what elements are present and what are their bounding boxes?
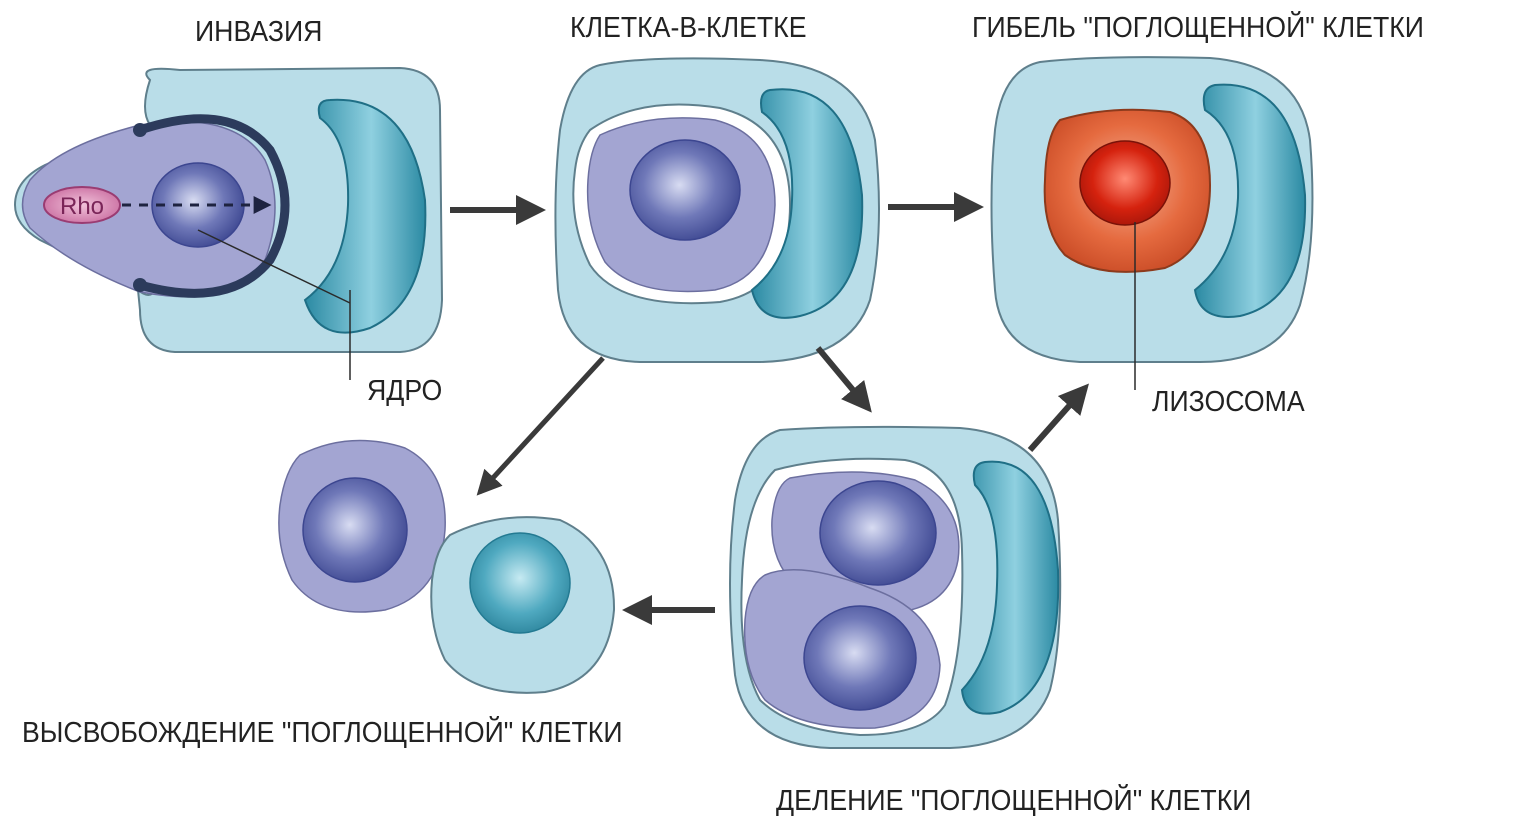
- label-release: ВЫСВОБОЖДЕНИЕ "ПОГЛОЩЕННОЙ" КЛЕТКИ: [22, 717, 623, 750]
- daughter-nucleus-top: [820, 481, 936, 585]
- label-division: ДЕЛЕНИЕ "ПОГЛОЩЕННОЙ" КЛЕТКИ: [776, 785, 1251, 818]
- released-cells: [279, 440, 614, 692]
- arrow-division-to-death: [1030, 388, 1085, 450]
- label-lysosome: ЛИЗОСОМА: [1152, 386, 1305, 419]
- cell-in-cell: [555, 58, 879, 362]
- released-host-nucleus: [470, 533, 570, 633]
- label-death: ГИБЕЛЬ "ПОГЛОЩЕННОЙ" КЛЕТКИ: [972, 12, 1424, 45]
- arrow-cell-in-cell-to-division: [818, 348, 868, 408]
- rho-label: Rho: [60, 193, 104, 220]
- division-cell: [730, 427, 1060, 748]
- released-engulfed-nucleus: [303, 478, 407, 582]
- lysosome-core: [1080, 141, 1170, 225]
- engulfed-nucleus: [630, 140, 740, 240]
- daughter-nucleus-bottom: [804, 606, 916, 710]
- arrow-cell-in-cell-to-release: [480, 358, 603, 492]
- invasion-cell: Rho: [15, 68, 442, 380]
- label-nucleus: ЯДРО: [367, 375, 442, 408]
- label-invasion: ИНВАЗИЯ: [195, 16, 322, 49]
- label-cell-in-cell: КЛЕТКА-В-КЛЕТКЕ: [570, 12, 807, 45]
- death-cell: [992, 57, 1313, 390]
